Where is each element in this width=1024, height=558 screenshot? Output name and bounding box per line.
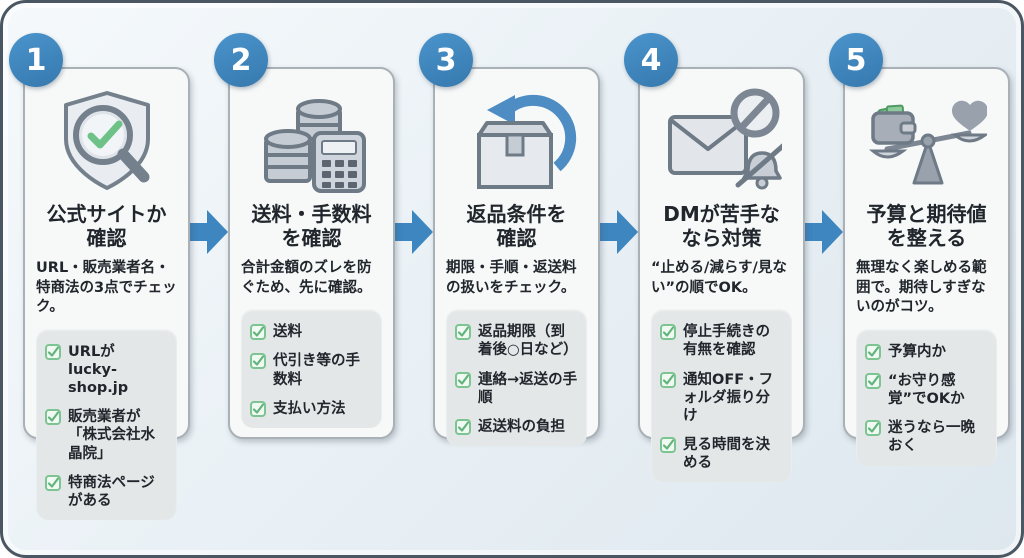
checkbox-icon (455, 324, 471, 341)
checklist-box: 予算内か “お守り感覚”でOKか 迷うなら一晩おく (856, 328, 997, 466)
checkbox-icon (250, 324, 266, 341)
step-title: 予算と期待値 を整える (866, 202, 987, 250)
checkbox-icon (660, 436, 676, 453)
checkbox-icon (865, 373, 881, 389)
step-card-1: 1 公式サイトか 確認 URL・販売業者名・特商法の3点でチェック。 URLが … (9, 33, 190, 520)
checklist-item: “お守り感覚”でOKか (865, 372, 988, 408)
checkbox-icon (45, 343, 61, 360)
step-number-badge: 3 (419, 33, 473, 87)
checklist-item: 返品期限（到着後○日など） (455, 323, 578, 359)
coins-calculator-icon (241, 87, 382, 197)
checklist-item: 販売業者が「株式会社水晶院」 (45, 408, 168, 462)
checklist-item: 迷うなら一晩おく (865, 419, 988, 455)
checkbox-icon (250, 400, 266, 417)
step-description: “止める/減らす/見ない”の順でOK。 (651, 260, 787, 296)
step-number-badge: 1 (9, 33, 63, 87)
step-title: 送料・手数料 を確認 (251, 202, 372, 250)
step-title: DMが苦手な なら対策 (663, 202, 780, 250)
checklist-item: 通知OFF・フォルダ振り分け (660, 371, 783, 425)
checkbox-icon (45, 474, 61, 491)
checklist-item: 返送料の負担 (455, 418, 578, 436)
checkbox-icon (250, 353, 266, 370)
checklist-item: 支払い方法 (250, 400, 373, 418)
checkbox-icon (865, 420, 881, 437)
checkbox-icon (660, 324, 676, 341)
step-card-4: 4 DMが苦手な なら対策 “止める/減らす/見ない”の順でOK。 停止手続きの… (624, 33, 805, 483)
step-arrow-icon (600, 209, 638, 255)
shield-magnifier-check-icon (36, 87, 177, 197)
wallet-heart-scale-icon (856, 87, 997, 197)
checklist-item: 停止手続きの有無を確認 (660, 323, 783, 359)
checklist-box: 返品期限（到着後○日など） 連絡→返送の手順 返送料の負担 (446, 309, 587, 446)
mail-block-bell-icon (651, 87, 792, 197)
step-number-badge: 2 (214, 33, 268, 87)
step-description: 合計金額のズレを防ぐため、先に確認。 (241, 260, 372, 296)
step-card-3: 3 返品条件を 確認 期限・手順・返送料の扱いをチェック。 返品期限（到着後○日… (419, 33, 600, 446)
step-description: 無理なく楽しめる範囲で。期待しすぎないのがコツ。 (856, 260, 987, 316)
step-card-2: 2 (214, 33, 395, 439)
checklist-box: URLが lucky-shop.jp 販売業者が「株式会社水晶院」 特商法ページ… (36, 328, 177, 520)
step-arrow-icon (395, 209, 433, 255)
checklist-item: 特商法ページがある (45, 474, 168, 510)
step-description: URL・販売業者名・特商法の3点でチェック。 (36, 260, 177, 316)
step-card-5: 5 予算と期待値 を整える 無理なく楽しめる範囲で。期待しすぎないのがコツ。 (829, 33, 1010, 466)
checklist-item: 代引き等の手数料 (250, 352, 373, 388)
checklist-item: 送料 (250, 323, 373, 341)
checkbox-icon (455, 371, 471, 388)
checklist-box: 停止手続きの有無を確認 通知OFF・フォルダ振り分け 見る時間を決める (651, 309, 792, 483)
checklist-box: 送料 代引き等の手数料 支払い方法 (241, 309, 382, 428)
step-number-badge: 4 (624, 33, 678, 87)
checkbox-icon (865, 343, 881, 360)
checklist-item: 連絡→返送の手順 (455, 371, 578, 407)
step-arrow-icon (190, 209, 228, 255)
checkbox-icon (660, 371, 676, 388)
step-number-badge: 5 (829, 33, 883, 87)
checklist-item: URLが lucky-shop.jp (45, 343, 168, 397)
checklist-item: 予算内か (865, 343, 988, 361)
step-title: 公式サイトか 確認 (46, 202, 167, 250)
step-title: 返品条件を 確認 (466, 202, 567, 250)
checklist-item: 見る時間を決める (660, 436, 783, 472)
checkbox-icon (45, 409, 61, 426)
step-arrow-icon (805, 209, 843, 255)
steps-row: 1 公式サイトか 確認 URL・販売業者名・特商法の3点でチェック。 URLが … (3, 3, 1021, 520)
step-description: 期限・手順・返送料の扱いをチェック。 (446, 260, 577, 296)
return-box-arrow-icon (446, 87, 587, 197)
checkbox-icon (455, 418, 471, 435)
